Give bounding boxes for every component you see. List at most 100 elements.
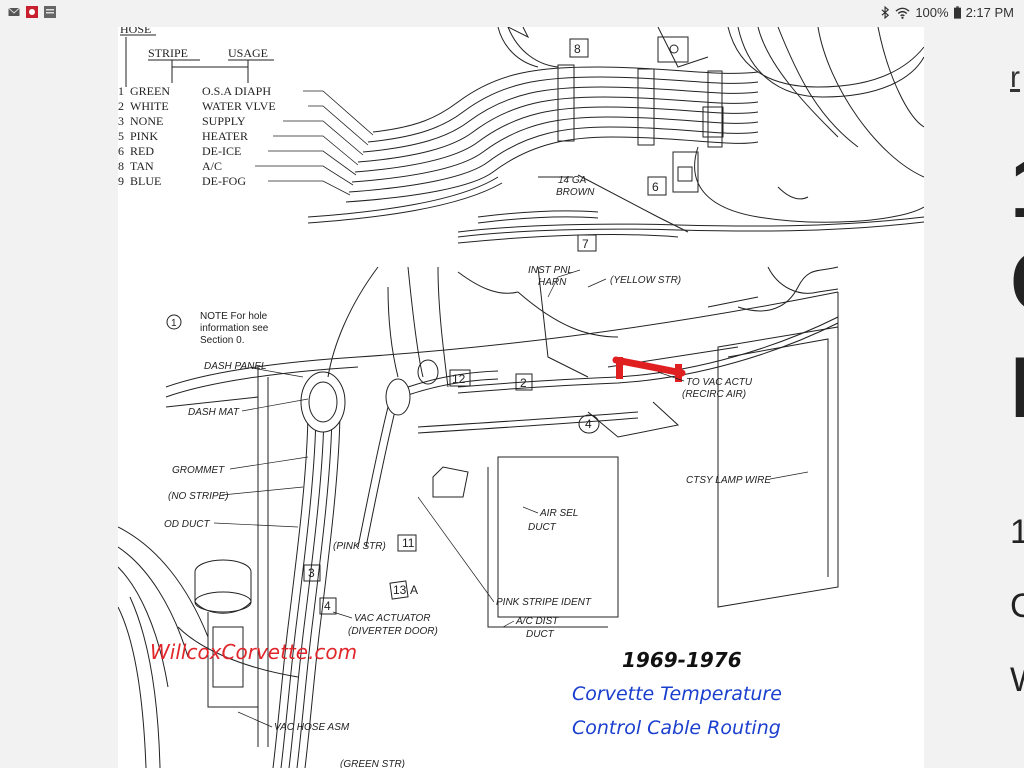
rod-duct-label: OD DUCT bbox=[164, 519, 210, 530]
clock: 2:17 PM bbox=[965, 5, 1014, 20]
callout-8: 8 bbox=[574, 42, 581, 56]
grommet-label: GROMMET bbox=[172, 465, 225, 476]
harn-label: HARN bbox=[538, 277, 567, 288]
vertical-hose-bundle bbox=[272, 370, 499, 768]
label-leader-lines bbox=[213, 269, 809, 728]
air-sel-duct bbox=[432, 401, 680, 498]
ctsy-lamp-wire-label: CTSY LAMP WIRE bbox=[686, 475, 771, 486]
svg-text:9: 9 bbox=[118, 174, 124, 188]
dash-panel-label: DASH PANEL bbox=[204, 361, 267, 372]
article-text-line-1: 1 bbox=[1010, 513, 1024, 551]
callout-4-circle: 4 bbox=[585, 417, 592, 431]
grommets bbox=[300, 359, 439, 433]
hose-row: 6 RED DE-ICE bbox=[118, 144, 241, 158]
svg-text:2: 2 bbox=[118, 99, 124, 113]
caption-line-1: Corvette Temperature bbox=[572, 683, 782, 705]
hose-bundle bbox=[307, 27, 759, 224]
svg-text:GREEN: GREEN bbox=[130, 84, 170, 98]
article-link[interactable]: r bbox=[1010, 61, 1020, 94]
wire-bundle-right bbox=[657, 27, 924, 223]
status-bar: 100% 2:17 PM bbox=[0, 0, 1024, 27]
usage-header: USAGE bbox=[228, 46, 268, 60]
watermark-text: WillcoxCorvette.com bbox=[150, 640, 357, 664]
svg-text:5: 5 bbox=[118, 129, 124, 143]
callout-2: 2 bbox=[520, 376, 527, 390]
callout-4b: 4 bbox=[324, 599, 331, 613]
svg-text:BLUE: BLUE bbox=[130, 174, 161, 188]
callout-12: 12 bbox=[452, 372, 466, 386]
air-sel-label: AIR SEL bbox=[539, 508, 578, 519]
caption-line-2: Control Cable Routing bbox=[572, 717, 781, 739]
note-block: 1 NOTE For hole information see Section … bbox=[166, 311, 269, 346]
callout-a: A bbox=[410, 583, 418, 597]
hose-header: HOSE bbox=[120, 27, 151, 36]
svg-text:WHITE: WHITE bbox=[130, 99, 169, 113]
svg-text:1: 1 bbox=[118, 84, 124, 98]
svg-text:O.S.A DIAPH: O.S.A DIAPH bbox=[202, 84, 271, 98]
svg-text:WATER VLVE: WATER VLVE bbox=[202, 99, 276, 113]
svg-text:TAN: TAN bbox=[130, 159, 154, 173]
image-viewer[interactable]: HOSE STRIPE USAGE 1 GREEN O.S.A DIAPH 2 … bbox=[118, 27, 924, 768]
callout-3: 3 bbox=[512, 27, 519, 30]
note-circle-number: 1 bbox=[171, 318, 177, 329]
callout-3b: 3 bbox=[308, 566, 315, 580]
dash-mat-label: DASH MAT bbox=[188, 407, 240, 418]
svg-text:NOTE For hole: NOTE For hole bbox=[200, 311, 268, 322]
svg-text:information see: information see bbox=[200, 323, 269, 334]
notification-app-icon bbox=[26, 6, 38, 18]
callout-13: 13 bbox=[393, 583, 407, 597]
air-sel-duct-label: DUCT bbox=[528, 522, 557, 533]
article-heading-line-1: 1 bbox=[1010, 145, 1024, 231]
recirc-air-label: (RECIRC AIR) bbox=[682, 389, 746, 400]
callout-7: 7 bbox=[582, 237, 589, 251]
hose-row: 9 BLUE DE-FOG bbox=[118, 174, 246, 188]
top-callout-boxes bbox=[507, 27, 667, 252]
hvac-routing-diagram: HOSE STRIPE USAGE 1 GREEN O.S.A DIAPH 2 … bbox=[118, 27, 924, 768]
hose-leader-lines bbox=[255, 90, 374, 196]
hose-row: 5 PINK HEATER bbox=[118, 129, 248, 143]
hose-row: 8 TAN A/C bbox=[118, 159, 222, 173]
svg-text:Section 0.: Section 0. bbox=[200, 335, 244, 346]
diverter-door-label: (DIVERTER DOOR) bbox=[348, 626, 438, 637]
lower-harness bbox=[457, 210, 924, 244]
svg-text:6: 6 bbox=[118, 144, 124, 158]
svg-text:PINK: PINK bbox=[130, 129, 158, 143]
stripe-header: STRIPE bbox=[148, 46, 188, 60]
highlighted-cable bbox=[612, 356, 686, 382]
svg-text:DE-FOG: DE-FOG bbox=[202, 174, 246, 188]
wire-color-label: BROWN bbox=[556, 187, 595, 198]
news-app-icon bbox=[44, 6, 56, 18]
hose-row: 1 GREEN O.S.A DIAPH bbox=[118, 84, 271, 98]
connector-parts bbox=[538, 36, 809, 233]
wifi-icon bbox=[895, 7, 910, 19]
svg-text:A/C: A/C bbox=[202, 159, 222, 173]
ac-dist-duct-label: DUCT bbox=[526, 629, 555, 640]
vac-actuator-label: VAC ACTUATOR bbox=[354, 613, 431, 624]
battery-icon bbox=[953, 6, 961, 19]
article-text-line-3: W bbox=[1010, 661, 1024, 700]
callout-11: 11 bbox=[402, 536, 415, 550]
to-vac-actu-label: TO VAC ACTU bbox=[686, 377, 753, 388]
wire-gauge-label: 14 GA bbox=[558, 175, 587, 186]
svg-text:8: 8 bbox=[118, 159, 124, 173]
inst-pnl-label: INST PNL bbox=[528, 265, 573, 276]
pink-stripe-ident-label: PINK STRIPE IDENT bbox=[496, 597, 592, 608]
svg-text:DE-ICE: DE-ICE bbox=[202, 144, 241, 158]
caption-years: 1969-1976 bbox=[622, 648, 742, 672]
callout-6: 6 bbox=[652, 180, 659, 194]
svg-text:HEATER: HEATER bbox=[202, 129, 248, 143]
ac-dist-label: A/C DIST bbox=[515, 616, 559, 627]
battery-percentage: 100% bbox=[915, 5, 949, 20]
hose-row: 2 WHITE WATER VLVE bbox=[118, 99, 276, 113]
hose-bands bbox=[557, 64, 723, 148]
green-str-label: (GREEN STR) bbox=[340, 759, 405, 768]
article-text-line-2: C bbox=[1010, 587, 1024, 625]
pink-str-label: (PINK STR) bbox=[333, 541, 386, 552]
svg-text:NONE: NONE bbox=[130, 114, 163, 128]
mail-icon bbox=[8, 7, 20, 16]
vac-hose-asm-label: VAC HOSE ASM bbox=[274, 722, 350, 733]
yellow-stripe-label: (YELLOW STR) bbox=[610, 275, 681, 286]
vac-actuator bbox=[194, 559, 259, 708]
upper-harness bbox=[327, 266, 839, 434]
hose-row: 3 NONE SUPPLY bbox=[118, 114, 246, 128]
